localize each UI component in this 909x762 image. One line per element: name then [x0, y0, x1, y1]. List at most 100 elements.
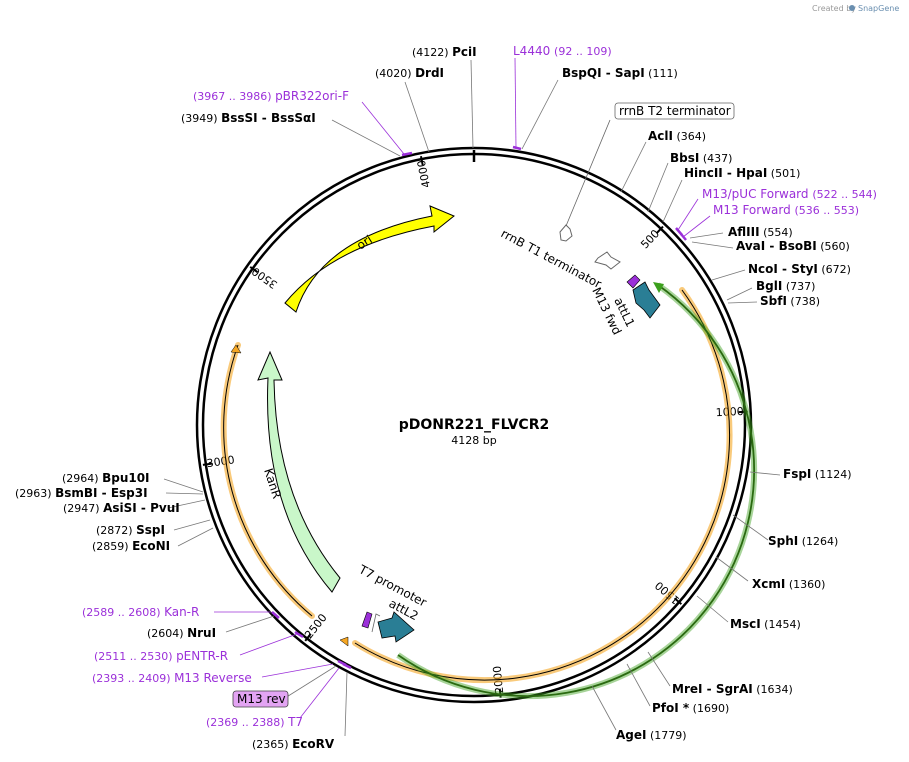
- enzyme-separator: -: [602, 66, 615, 80]
- primer-range: (92 .. 109): [554, 45, 612, 58]
- enzyme-name: MscI: [730, 617, 761, 631]
- primer-mark-pentr-r: [294, 630, 304, 639]
- enzyme-num: (672): [818, 263, 851, 276]
- primer-label-t7: (2369 .. 2388) T7: [206, 715, 303, 729]
- attl2-feature: T7 promoter attL2: [356, 562, 429, 643]
- leader-nrui: [225, 615, 275, 633]
- primer-name: L4440: [513, 44, 554, 58]
- attl2-arrow: [377, 611, 415, 643]
- enzyme-name2: SgrAI: [716, 682, 753, 696]
- primer-name: T7: [287, 715, 303, 729]
- enzyme-label-fspi: FspI (1124): [783, 467, 851, 481]
- enzyme-name: SspI: [136, 523, 165, 537]
- leader-asisi: [167, 499, 206, 509]
- enzyme-label-xcmi: XcmI (1360): [752, 577, 825, 591]
- primer-range: (3967 .. 3986): [193, 90, 275, 103]
- enzyme-label-bsmbi: (2963) BsmBI - Esp3I: [15, 486, 148, 500]
- leader-t7: [299, 667, 340, 719]
- tick-mark-3500: [249, 266, 259, 273]
- enzyme-num: (3949): [181, 112, 221, 125]
- enzyme-label-pcii: (4122) PciI: [412, 45, 477, 59]
- primer-name: M13/pUC Forward: [702, 187, 812, 201]
- m13-rev-box: M13 rev: [232, 690, 289, 708]
- leader-avai: [691, 241, 734, 249]
- enzyme-separator: -: [765, 239, 778, 253]
- enzyme-label-bsssi: (3949) BssSI - BssSαI: [181, 111, 316, 125]
- attl1-arrow: [632, 281, 661, 319]
- primer-label-pentr-r: (2511 .. 2530) pENTR-R: [94, 649, 228, 663]
- enzyme-num: (1634): [753, 683, 793, 696]
- enzyme-name: SbfI: [760, 294, 787, 308]
- enzyme-num: (554): [760, 226, 793, 239]
- enzyme-label-asisi: (2947) AsiSI - PvuI: [63, 501, 180, 515]
- leader-bspqi: [521, 79, 559, 150]
- enzyme-num: (560): [817, 240, 850, 253]
- enzyme-name: PciI: [452, 45, 477, 59]
- leader-fspi: [749, 471, 781, 476]
- leader-pfoi: [626, 663, 651, 707]
- leader-mrei: [647, 651, 671, 687]
- enzyme-label-afliii: AflIII (554): [728, 225, 793, 239]
- enzyme-label-ecorv: (2365) EcoRV: [252, 737, 335, 751]
- enzyme-label-avai: AvaI - BsoBI (560): [736, 239, 850, 253]
- enzyme-label-sspi: (2872) SspI: [96, 523, 165, 537]
- kanr-feature: KanR: [257, 350, 341, 593]
- primer-mark-t7: [342, 662, 352, 670]
- leader-acli: [620, 141, 647, 193]
- gene-arc-glow: [396, 282, 758, 700]
- enzyme-num: (1454): [761, 618, 801, 631]
- leader-msci: [696, 595, 729, 623]
- enzyme-name: AvaI: [736, 239, 765, 253]
- t7-promoter-arrow: [371, 613, 381, 633]
- enzyme-name: EcoRV: [292, 737, 335, 751]
- tick-label-3000: 3000: [206, 453, 236, 470]
- primer-name: pBR322ori-F: [275, 89, 349, 103]
- enzyme-name: NcoI: [748, 262, 778, 276]
- enzyme-separator: -: [97, 486, 110, 500]
- enzyme-num: (737): [782, 280, 815, 293]
- primer-mark-pbr322ori-f: [401, 151, 413, 157]
- enzyme-name: EcoNI: [132, 539, 170, 553]
- primer-name: M13 Reverse: [174, 671, 252, 685]
- leader-afliii: [689, 232, 724, 239]
- enzyme-label-sbfi: SbfI (738): [760, 294, 820, 308]
- enzyme-name: FspI: [783, 467, 811, 481]
- enzyme-name2: StyI: [791, 262, 818, 276]
- primer-range: (2511 .. 2530): [94, 650, 176, 663]
- ori-arrow: [284, 205, 455, 313]
- enzyme-num: (2365): [252, 738, 292, 751]
- primer-name: pENTR-R: [176, 649, 228, 663]
- tick-mark-4000: [419, 155, 424, 166]
- enzyme-label-agei: AgeI (1779): [616, 728, 687, 742]
- enzyme-label-bbsi: BbsI (437): [670, 151, 732, 165]
- rrnb-t2-leader: [565, 119, 611, 227]
- leader-econi: [177, 527, 214, 547]
- m13-rev-label: M13 rev: [237, 692, 286, 706]
- leader-l4440: [514, 57, 517, 149]
- orange-arc-right-core: [354, 289, 731, 681]
- enzyme-num: (2872): [96, 524, 136, 537]
- enzyme-label-ncoi: NcoI - StyI (672): [748, 262, 851, 276]
- primer-label-l4440: L4440 (92 .. 109): [513, 44, 612, 58]
- leader-bpu10i: [163, 478, 204, 493]
- rrnb-t1-arrow: [594, 251, 621, 270]
- gene-arc: [396, 282, 758, 700]
- primer-label-pbr322ori-f: (3967 .. 3986) pBR322ori-F: [193, 89, 349, 103]
- enzyme-num: (4020): [375, 67, 415, 80]
- leader-lines: [163, 57, 781, 737]
- enzyme-num: (1690): [689, 702, 729, 715]
- leader-m13-puc-forward: [677, 198, 699, 231]
- credit-text: Created by: [812, 4, 856, 13]
- enzyme-name: SphI: [768, 534, 798, 548]
- primer-name: Kan-R: [164, 605, 199, 619]
- enzyme-num: (1779): [646, 729, 686, 742]
- site-labels: (4122) PciI(4020) DrdI(3949) BssSI - Bss…: [15, 44, 877, 751]
- kanr-arrow: [257, 350, 341, 593]
- gene-arc-line: [397, 284, 755, 698]
- enzyme-separator: -: [702, 682, 715, 696]
- primer-range: (536 .. 553): [795, 204, 860, 217]
- leader-sspi: [173, 519, 211, 531]
- enzyme-label-bspqi: BspQI - SapI (111): [562, 66, 678, 80]
- primer-name: M13 Forward: [713, 203, 795, 217]
